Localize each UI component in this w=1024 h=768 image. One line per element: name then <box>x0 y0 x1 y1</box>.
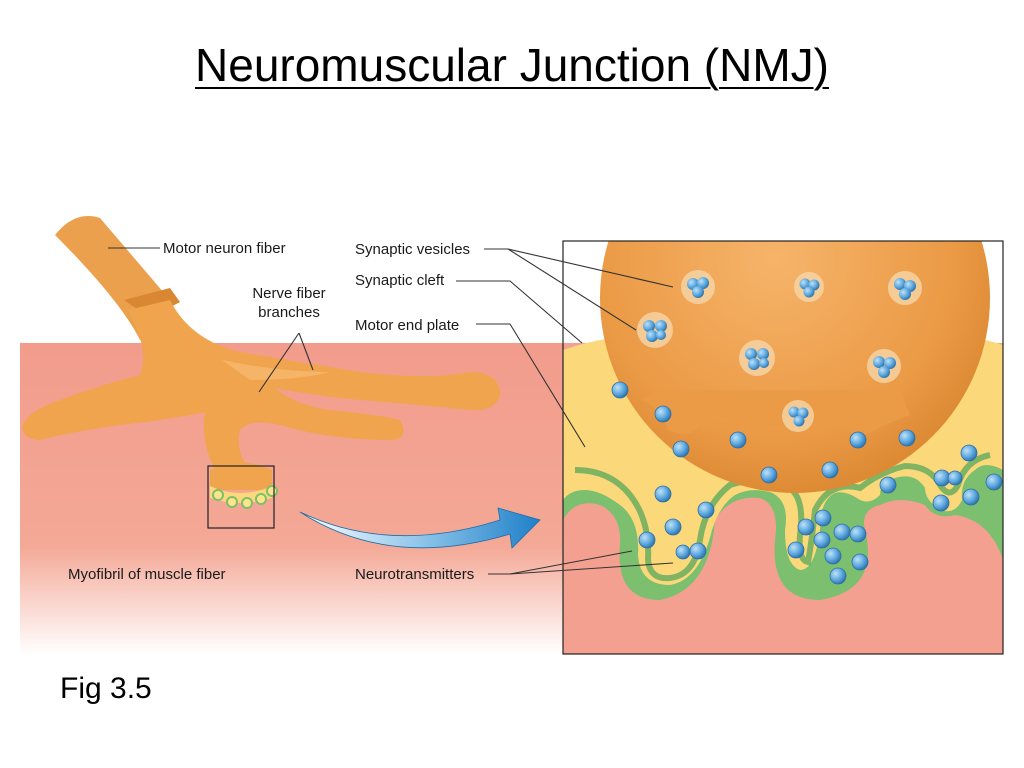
zoomed-panel-frame <box>562 240 1004 655</box>
zoom-indicator-box <box>207 465 275 529</box>
synaptic-vesicles <box>637 270 922 432</box>
label-myofibril: Myofibril of muscle fiber <box>68 566 226 583</box>
label-neurotransmitters: Neurotransmitters <box>355 566 474 583</box>
label-motor-neuron-fiber: Motor neuron fiber <box>163 240 286 257</box>
label-nerve-fiber-branches-1: Nerve fiber <box>252 285 325 302</box>
motor-neuron <box>22 216 500 529</box>
label-motor-end-plate: Motor end plate <box>355 317 459 334</box>
label-synaptic-vesicles: Synaptic vesicles <box>355 241 470 258</box>
label-nerve-fiber-branches-2: branches <box>258 304 320 321</box>
zoomed-junction-panel <box>563 241 1003 654</box>
axon-terminal <box>600 241 990 493</box>
neurotransmitters <box>611 381 1003 585</box>
zoom-arrow <box>299 507 541 549</box>
leader-lines <box>108 247 674 575</box>
nerve-fiber-branches <box>22 300 500 470</box>
figure-label: Fig 3.5 <box>60 672 152 705</box>
slide-title: Neuromuscular Junction (NMJ) <box>195 39 829 91</box>
label-synaptic-cleft: Synaptic cleft <box>355 272 445 289</box>
